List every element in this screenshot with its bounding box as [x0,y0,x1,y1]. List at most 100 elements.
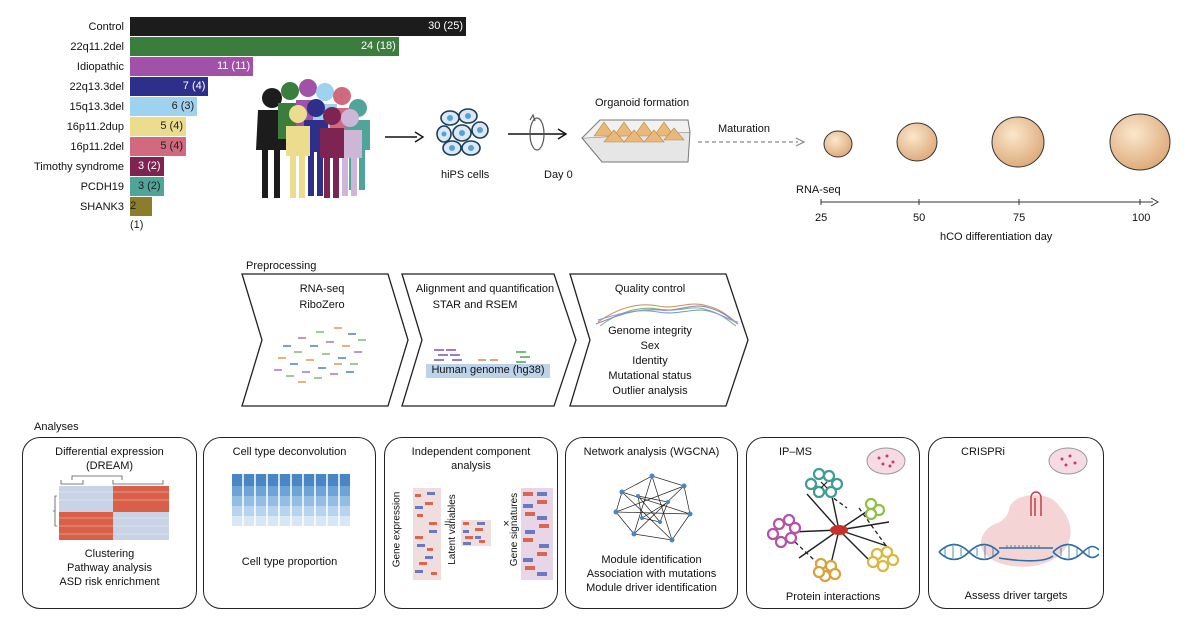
wgcna-network [613,473,693,543]
qc-step-title: Quality control [614,283,686,295]
dream-item-pathway: Pathway analysis [67,562,152,574]
organoid-plate-icon [580,119,691,163]
hips-label: hiPS cells [441,169,490,181]
cohort-bar-value: 2 (1) [130,200,144,231]
cohort-bar: 3 (2) [130,177,164,196]
cohort-bar: 2 (1) [130,197,153,231]
cohort-bar-value: 6 (3) [171,100,195,112]
day0-label: Day 0 [544,169,573,181]
panel-cell-type-deconvolution: Cell type deconvolution Cell type propor… [203,437,376,609]
cohort-bar: 5 (4) [130,117,186,136]
crispri-title: CRISPRi [961,446,1006,458]
analyses-title: Analyses [34,421,79,433]
cohort-bar-value: 11 (11) [216,60,251,72]
cohort-group-label: 16p11.2dup [66,121,124,133]
qc-item-mutational-status: Mutational status [608,370,692,382]
cohort-bar: 30 (25) [130,17,466,36]
cohort-bar-value: 3 (2) [137,180,161,192]
people-illustration [256,79,370,198]
deconv-stacked-bars [232,474,350,526]
wgcna-item-module-id: Module identification [601,554,702,566]
human-genome-label: Human genome (hg38) [431,364,545,376]
preprocessing-chevrons [241,273,749,407]
cohort-bar-chart: Control 30 (25) 22q11.2del 24 (18) Idiopathi… [0,17,480,231]
ica-matrices [413,488,553,580]
maturation-arrow [698,137,806,147]
timeline-axis-title: hCO differentiation day [940,231,1053,243]
crispri-caption: Assess driver targets [964,590,1068,602]
qc-item-sex: Sex [640,340,660,352]
panel-differential-expression: Differential expression (DREAM) Clusteri… [22,437,197,609]
qc-item-outlier-analysis: Outlier analysis [612,385,688,397]
dream-item-asd: ASD risk enrichment [59,576,160,588]
ica-title-2: analysis [451,460,491,472]
preprocessing-title: Preprocessing [246,260,317,272]
dream-item-clustering: Clustering [84,548,135,560]
ica-equals: = [444,518,451,530]
hips-cells-icon [436,108,489,156]
panel-network-analysis: Network analysis (WGCNA) Module identifi… [565,437,738,609]
dream-title-1: Differential expression [55,446,164,458]
cohort-bar-value: 30 (25) [428,20,463,32]
organoid-day50 [896,122,938,162]
cohort-bar: 5 (4) [130,137,186,156]
ica-times: × [503,518,510,530]
panel-ip-ms: IP–MS Protein interactions [746,437,920,609]
cohort-group-label: Idiopathic [76,61,124,73]
cohort-group-label: 22q11.2del [70,41,124,53]
rnaseq-timeline-label: RNA-seq [796,184,841,196]
qc-item-identity: Identity [632,355,668,367]
crispri-dcas9-dna [938,491,1099,567]
alignment-step-sub: STAR and RSEM [432,299,518,311]
panel-crispri: CRISPRi Assess driver targets [928,437,1104,609]
cohort-bar-value: 3 (2) [137,160,161,172]
cohort-bar: 3 (2) [130,157,164,176]
rnaseq-step-title: RNA-seq [299,283,345,295]
cohort-bar-value: 24 (18) [360,40,396,52]
cohort-bar: 7 (4) [130,77,209,96]
cohort-bar-value: 7 (4) [182,80,206,92]
wgcna-item-association: Association with mutations [586,568,717,580]
rotation-icon [508,113,568,151]
maturation-label: Maturation [718,123,770,135]
cohort-group-label: 16p11.2del [70,141,124,153]
cohort-group-label: PCDH19 [80,181,124,193]
day-tick-25: 25 [815,212,828,224]
ica-gene-expression-label: Gene expression [391,491,403,568]
deconv-caption: Cell type proportion [241,556,338,568]
ipms-caption: Protein interactions [785,591,881,603]
rnaseq-step-sub: RiboZero [299,299,345,311]
ica-title-1: Independent component [411,446,531,458]
day-tick-50: 50 [913,212,926,224]
organoid-formation-label: Organoid formation [595,97,690,109]
cohort-group-label: SHANK3 [79,201,124,213]
day-tick-100: 100 [1132,212,1151,224]
cohort-group-label: Control [88,21,124,33]
deconv-title: Cell type deconvolution [232,446,347,458]
wgcna-title: Network analysis (WGCNA) [583,446,720,458]
wgcna-item-driver: Module driver identification [586,582,717,594]
qc-item-genome-integrity: Genome integrity [608,325,692,337]
cohort-bar-value: 5 (4) [160,140,183,152]
ipms-dish-icon [866,447,906,475]
organoid-day25 [823,130,853,158]
cohort-group-label: 15q13.3del [69,101,124,113]
organoid-day100 [1109,113,1171,171]
cohort-group-label: Timothy syndrome [33,161,124,173]
timeline-axis [820,197,1160,207]
crispri-dish-icon [1048,447,1088,475]
cohort-bar: 6 (3) [130,97,198,116]
day-tick-75: 75 [1013,212,1026,224]
organoid-timecourse [823,113,1171,171]
protein-interaction-network [766,467,900,583]
alignment-step-title: Alignment and quantification [415,283,555,295]
dream-title-2: (DREAM) [85,460,134,472]
organoid-day75 [991,116,1045,168]
cohort-bar: 11 (11) [130,57,254,76]
cohort-group-label: 22q13.3del [69,81,124,93]
ipms-title: IP–MS [779,446,813,458]
arrow-to-hips [385,131,425,143]
dream-heatmap [53,475,169,540]
cohort-bar-value: 5 (4) [160,120,183,132]
cohort-bar: 24 (18) [130,37,399,56]
